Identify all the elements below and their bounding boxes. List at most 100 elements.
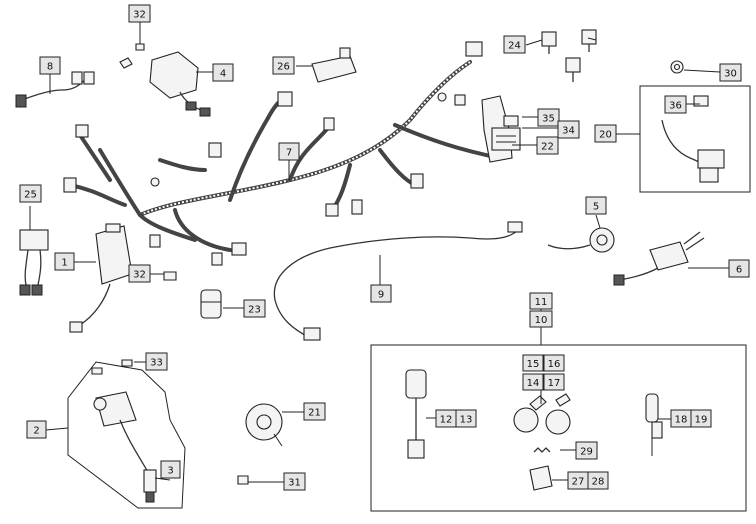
callout-text-33: 33 (150, 358, 163, 369)
callout-text-18: 18 (675, 415, 688, 426)
callout-text-36: 36 (669, 101, 682, 112)
callout-6: 6 (728, 259, 750, 278)
callout-text-19: 19 (695, 415, 708, 426)
callout-text-14: 14 (527, 378, 540, 389)
detail-frame-20 (639, 85, 751, 193)
callout-text-34: 34 (562, 126, 575, 137)
part-25-relay (19, 229, 49, 296)
callout-13: 13 (455, 409, 477, 428)
callout-text-5: 5 (593, 202, 599, 213)
callout-text-1: 1 (61, 258, 67, 269)
part-32-screw-top (119, 38, 145, 69)
callout-35: 35 (537, 108, 560, 127)
part-27-28-lock-body (529, 465, 553, 491)
callout-10: 10 (529, 310, 553, 328)
callout-32-lower: 32 (128, 264, 151, 283)
callout-31: 31 (283, 472, 306, 491)
callout-text-10: 10 (535, 315, 548, 326)
part-31-bolt (237, 475, 249, 485)
callout-36: 36 (664, 95, 687, 114)
part-1-cdi-unit (69, 223, 133, 333)
part-14-17-lock-cylinders (513, 393, 571, 435)
callout-2: 2 (26, 420, 47, 439)
callout-text-32-top: 32 (133, 10, 146, 21)
callout-1: 1 (54, 252, 75, 271)
callout-text-12: 12 (440, 415, 453, 426)
callout-text-7: 7 (286, 148, 292, 159)
callout-text-28: 28 (592, 477, 605, 488)
callout-text-30: 30 (724, 69, 737, 80)
part-33-screws (91, 359, 133, 375)
detail-frame-10-11 (370, 344, 747, 512)
callout-20: 20 (594, 124, 617, 143)
callout-text-27: 27 (572, 477, 585, 488)
callout-text-24: 24 (508, 41, 521, 52)
callout-7: 7 (278, 142, 300, 161)
callout-34: 34 (557, 120, 580, 139)
callout-text-4: 4 (220, 69, 226, 80)
callout-19: 19 (690, 409, 712, 428)
callout-15: 15 (522, 354, 544, 372)
part-22-fuse-box (481, 95, 521, 163)
callout-16: 16 (543, 354, 565, 372)
callout-text-8: 8 (47, 62, 53, 73)
part-8-sensor-cable (15, 71, 95, 108)
callout-27: 27 (567, 471, 589, 490)
callout-9: 9 (370, 284, 392, 303)
part-21-horn (245, 403, 283, 447)
harness-connectors (63, 41, 483, 266)
callout-text-23: 23 (248, 305, 261, 316)
callout-text-21: 21 (308, 408, 321, 419)
callout-text-20: 20 (599, 130, 612, 141)
callout-text-29: 29 (580, 447, 593, 458)
callout-28: 28 (587, 471, 609, 490)
callout-22: 22 (536, 136, 559, 155)
callout-25: 25 (19, 184, 42, 203)
part-23-connector-cap (200, 289, 222, 319)
callout-text-17: 17 (548, 378, 561, 389)
part-24-relays (541, 29, 597, 82)
callout-32-top: 32 (128, 4, 151, 23)
callout-text-13: 13 (460, 415, 473, 426)
callout-18: 18 (670, 409, 692, 428)
callout-30: 30 (719, 63, 742, 82)
callout-text-16: 16 (548, 359, 561, 370)
callout-11: 11 (529, 292, 553, 310)
callout-24: 24 (503, 35, 526, 54)
callout-text-32-lower: 32 (133, 270, 146, 281)
part-30-nut (670, 60, 684, 74)
part-18-19-keys (645, 393, 663, 456)
callout-29: 29 (575, 441, 598, 460)
callout-text-6: 6 (736, 265, 742, 276)
detail-frame-2 (67, 361, 186, 509)
callout-14: 14 (522, 373, 544, 391)
callout-21: 21 (303, 402, 326, 421)
part-26-cdi (311, 47, 357, 83)
callout-4: 4 (212, 63, 234, 82)
part-32-bolt-lower (163, 271, 177, 281)
callout-text-2: 2 (33, 426, 39, 437)
part-5-ignition-switch (547, 227, 615, 253)
callout-23: 23 (243, 299, 266, 318)
callout-text-9: 9 (378, 290, 384, 301)
callout-12: 12 (435, 409, 457, 428)
part-4-regulator (149, 51, 211, 117)
part-6-flasher-unit (613, 231, 705, 286)
callout-8: 8 (39, 56, 61, 75)
callout-text-22: 22 (541, 142, 554, 153)
callout-3: 3 (160, 460, 181, 479)
callout-text-26: 26 (277, 62, 290, 73)
callout-26: 26 (272, 56, 295, 75)
callout-33: 33 (145, 352, 168, 371)
part-12-13-switch (405, 369, 427, 459)
callout-text-25: 25 (24, 190, 37, 201)
part-20-starter-relay (661, 95, 725, 183)
callout-text-31: 31 (288, 478, 301, 489)
callout-text-11: 11 (535, 297, 548, 308)
leader-lines (29, 22, 729, 483)
part-29-spring (533, 447, 551, 453)
callout-5: 5 (585, 196, 607, 215)
callout-text-3: 3 (167, 466, 173, 477)
